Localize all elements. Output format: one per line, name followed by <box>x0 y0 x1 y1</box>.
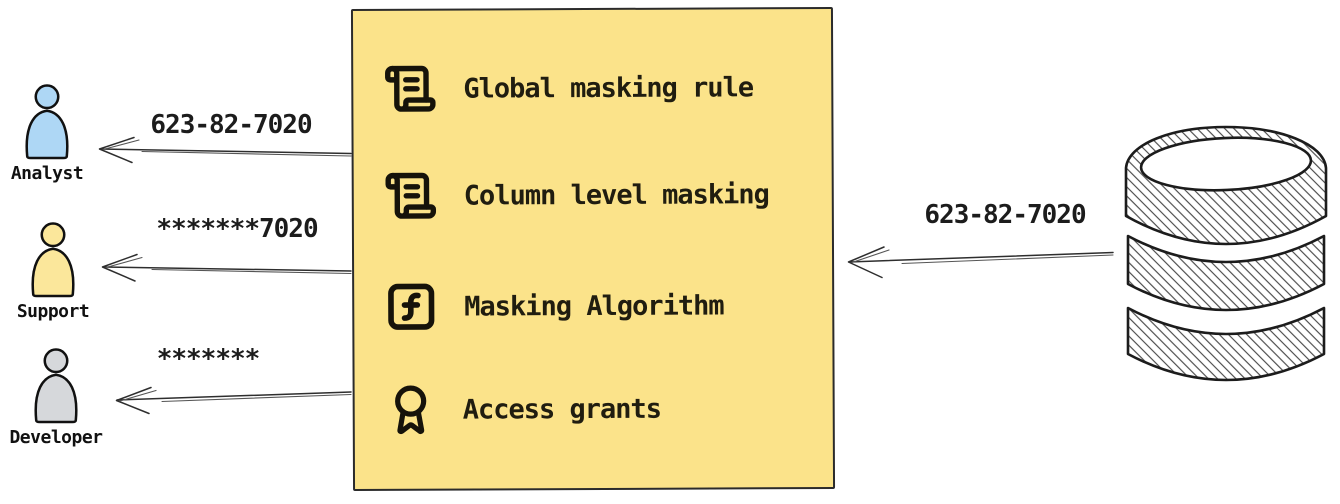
masking-item-label: Global masking rule <box>463 71 754 105</box>
masking-item-access-grants: Access grants <box>385 379 662 440</box>
user-label: Analyst <box>10 163 84 184</box>
value-from-database: 623-82-7020 <box>924 200 1086 230</box>
database-icon <box>1124 125 1328 382</box>
user-label: Support <box>16 301 90 322</box>
value-to-analyst: 623-82-7020 <box>150 110 312 140</box>
person-icon <box>34 348 78 424</box>
masking-item-global-rule: Global masking rule <box>383 57 753 119</box>
arrow-to-developer <box>115 386 352 415</box>
scroll-text-icon <box>385 172 437 219</box>
person-icon <box>25 84 69 160</box>
award-icon <box>395 385 427 435</box>
function-square-icon <box>388 283 435 330</box>
masking-item-label: Masking Algorithm <box>464 289 724 323</box>
masking-box: Global masking rule Column level masking… <box>350 6 836 492</box>
arrow-database-to-box <box>847 246 1114 279</box>
masking-item-algorithm: Masking Algorithm <box>384 275 724 336</box>
user-analyst: Analyst <box>0 84 102 184</box>
arrow-to-analyst <box>98 136 352 164</box>
user-support: Support <box>0 222 108 322</box>
masking-item-label: Column level masking <box>463 178 769 212</box>
user-label: Developer <box>9 427 103 448</box>
scroll-text-icon <box>385 65 436 112</box>
masking-item-column-level: Column level masking <box>384 164 769 226</box>
user-developer: Developer <box>1 348 111 448</box>
person-icon <box>31 222 75 298</box>
masking-item-label: Access grants <box>462 393 662 426</box>
value-to-developer: ******* <box>156 344 261 374</box>
value-to-support: *******7020 <box>156 214 318 244</box>
arrow-to-support <box>101 253 352 282</box>
